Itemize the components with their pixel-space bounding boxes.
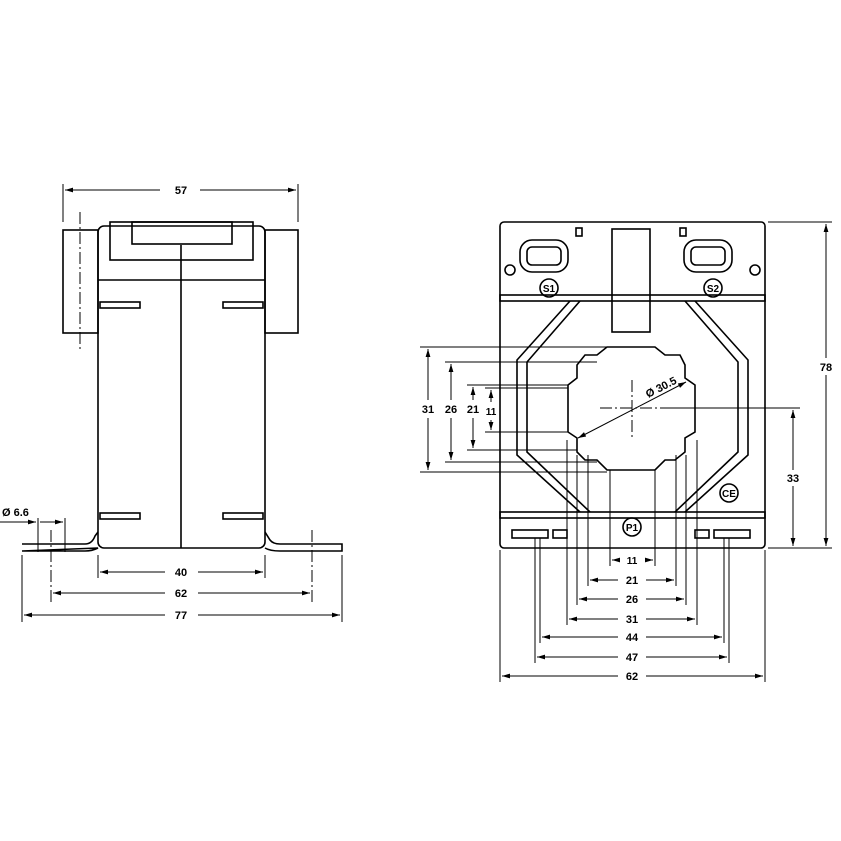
dim-bottom-62: 62 [626,671,638,683]
dim-body-width: 40 [175,567,187,579]
dim-bottom-44: 44 [626,632,639,644]
dim-left-26: 26 [445,404,457,416]
svg-text:S1: S1 [543,284,556,295]
svg-text:S2: S2 [707,284,720,295]
dim-left-11: 11 [486,407,497,418]
dim-bottom-11: 11 [627,556,638,567]
bottom-dims: 11 21 26 31 44 47 62 [499,440,766,683]
dim-bottom-47: 47 [626,652,638,664]
ce-mark: CE [719,483,739,503]
terminal-s1: S1 [539,278,559,298]
left-dims: 31 26 21 11 [420,346,607,473]
dim-bottom-26: 26 [626,594,638,606]
dim-left-21: 21 [467,404,479,416]
dim-base-length: 77 [175,610,187,622]
dim-left-31: 31 [422,404,434,416]
dim-hole-spacing: 62 [175,588,187,600]
dim-bottom-31: 31 [626,614,638,626]
dim-aperture-diameter: Ø 30.5 [644,375,679,401]
svg-text:P1: P1 [626,523,639,534]
dim-center-height: 33 [787,473,799,485]
side-view: 57 40 62 77 Ø 6.6 [0,184,343,622]
dim-hole-diameter: Ø 6.6 [2,507,29,519]
terminal-p1: P1 [622,517,642,537]
dim-side-width: 57 [175,185,187,197]
front-view: Ø 30.5 S1 S2 P1 CE 78 33 31 26 21 11 11 [420,221,832,683]
dim-bottom-21: 21 [626,575,638,587]
svg-text:CE: CE [722,489,736,500]
terminal-s2: S2 [703,278,723,298]
dim-total-height: 78 [820,362,832,374]
